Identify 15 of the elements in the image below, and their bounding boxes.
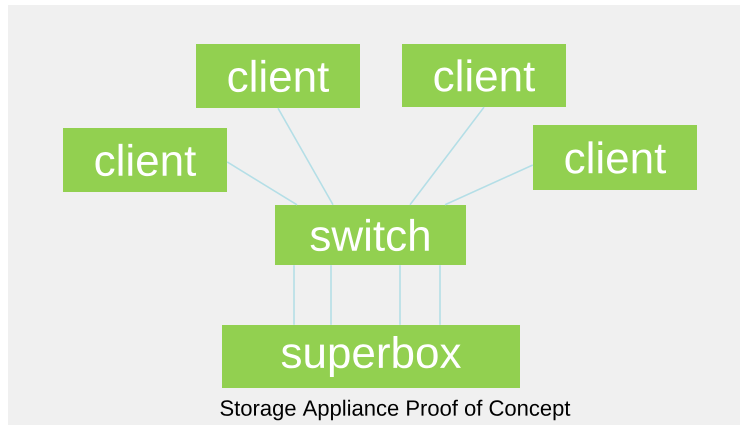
- caption: Storage Appliance Proof of Concept: [220, 400, 570, 420]
- connector-line: [226, 161, 298, 206]
- connector-line: [444, 164, 534, 206]
- device-box: client: [533, 125, 697, 190]
- connector-line: [293, 265, 295, 325]
- connector-line: [330, 265, 332, 325]
- device-box: client: [196, 44, 360, 108]
- device-box: switch: [275, 205, 466, 265]
- connector-line: [409, 106, 485, 206]
- connector-line: [277, 108, 334, 206]
- device-box: client: [63, 128, 227, 192]
- connector-line: [439, 265, 441, 325]
- device-box: client: [402, 44, 566, 107]
- connector-line: [399, 265, 401, 325]
- device-box: superbox: [222, 324, 520, 388]
